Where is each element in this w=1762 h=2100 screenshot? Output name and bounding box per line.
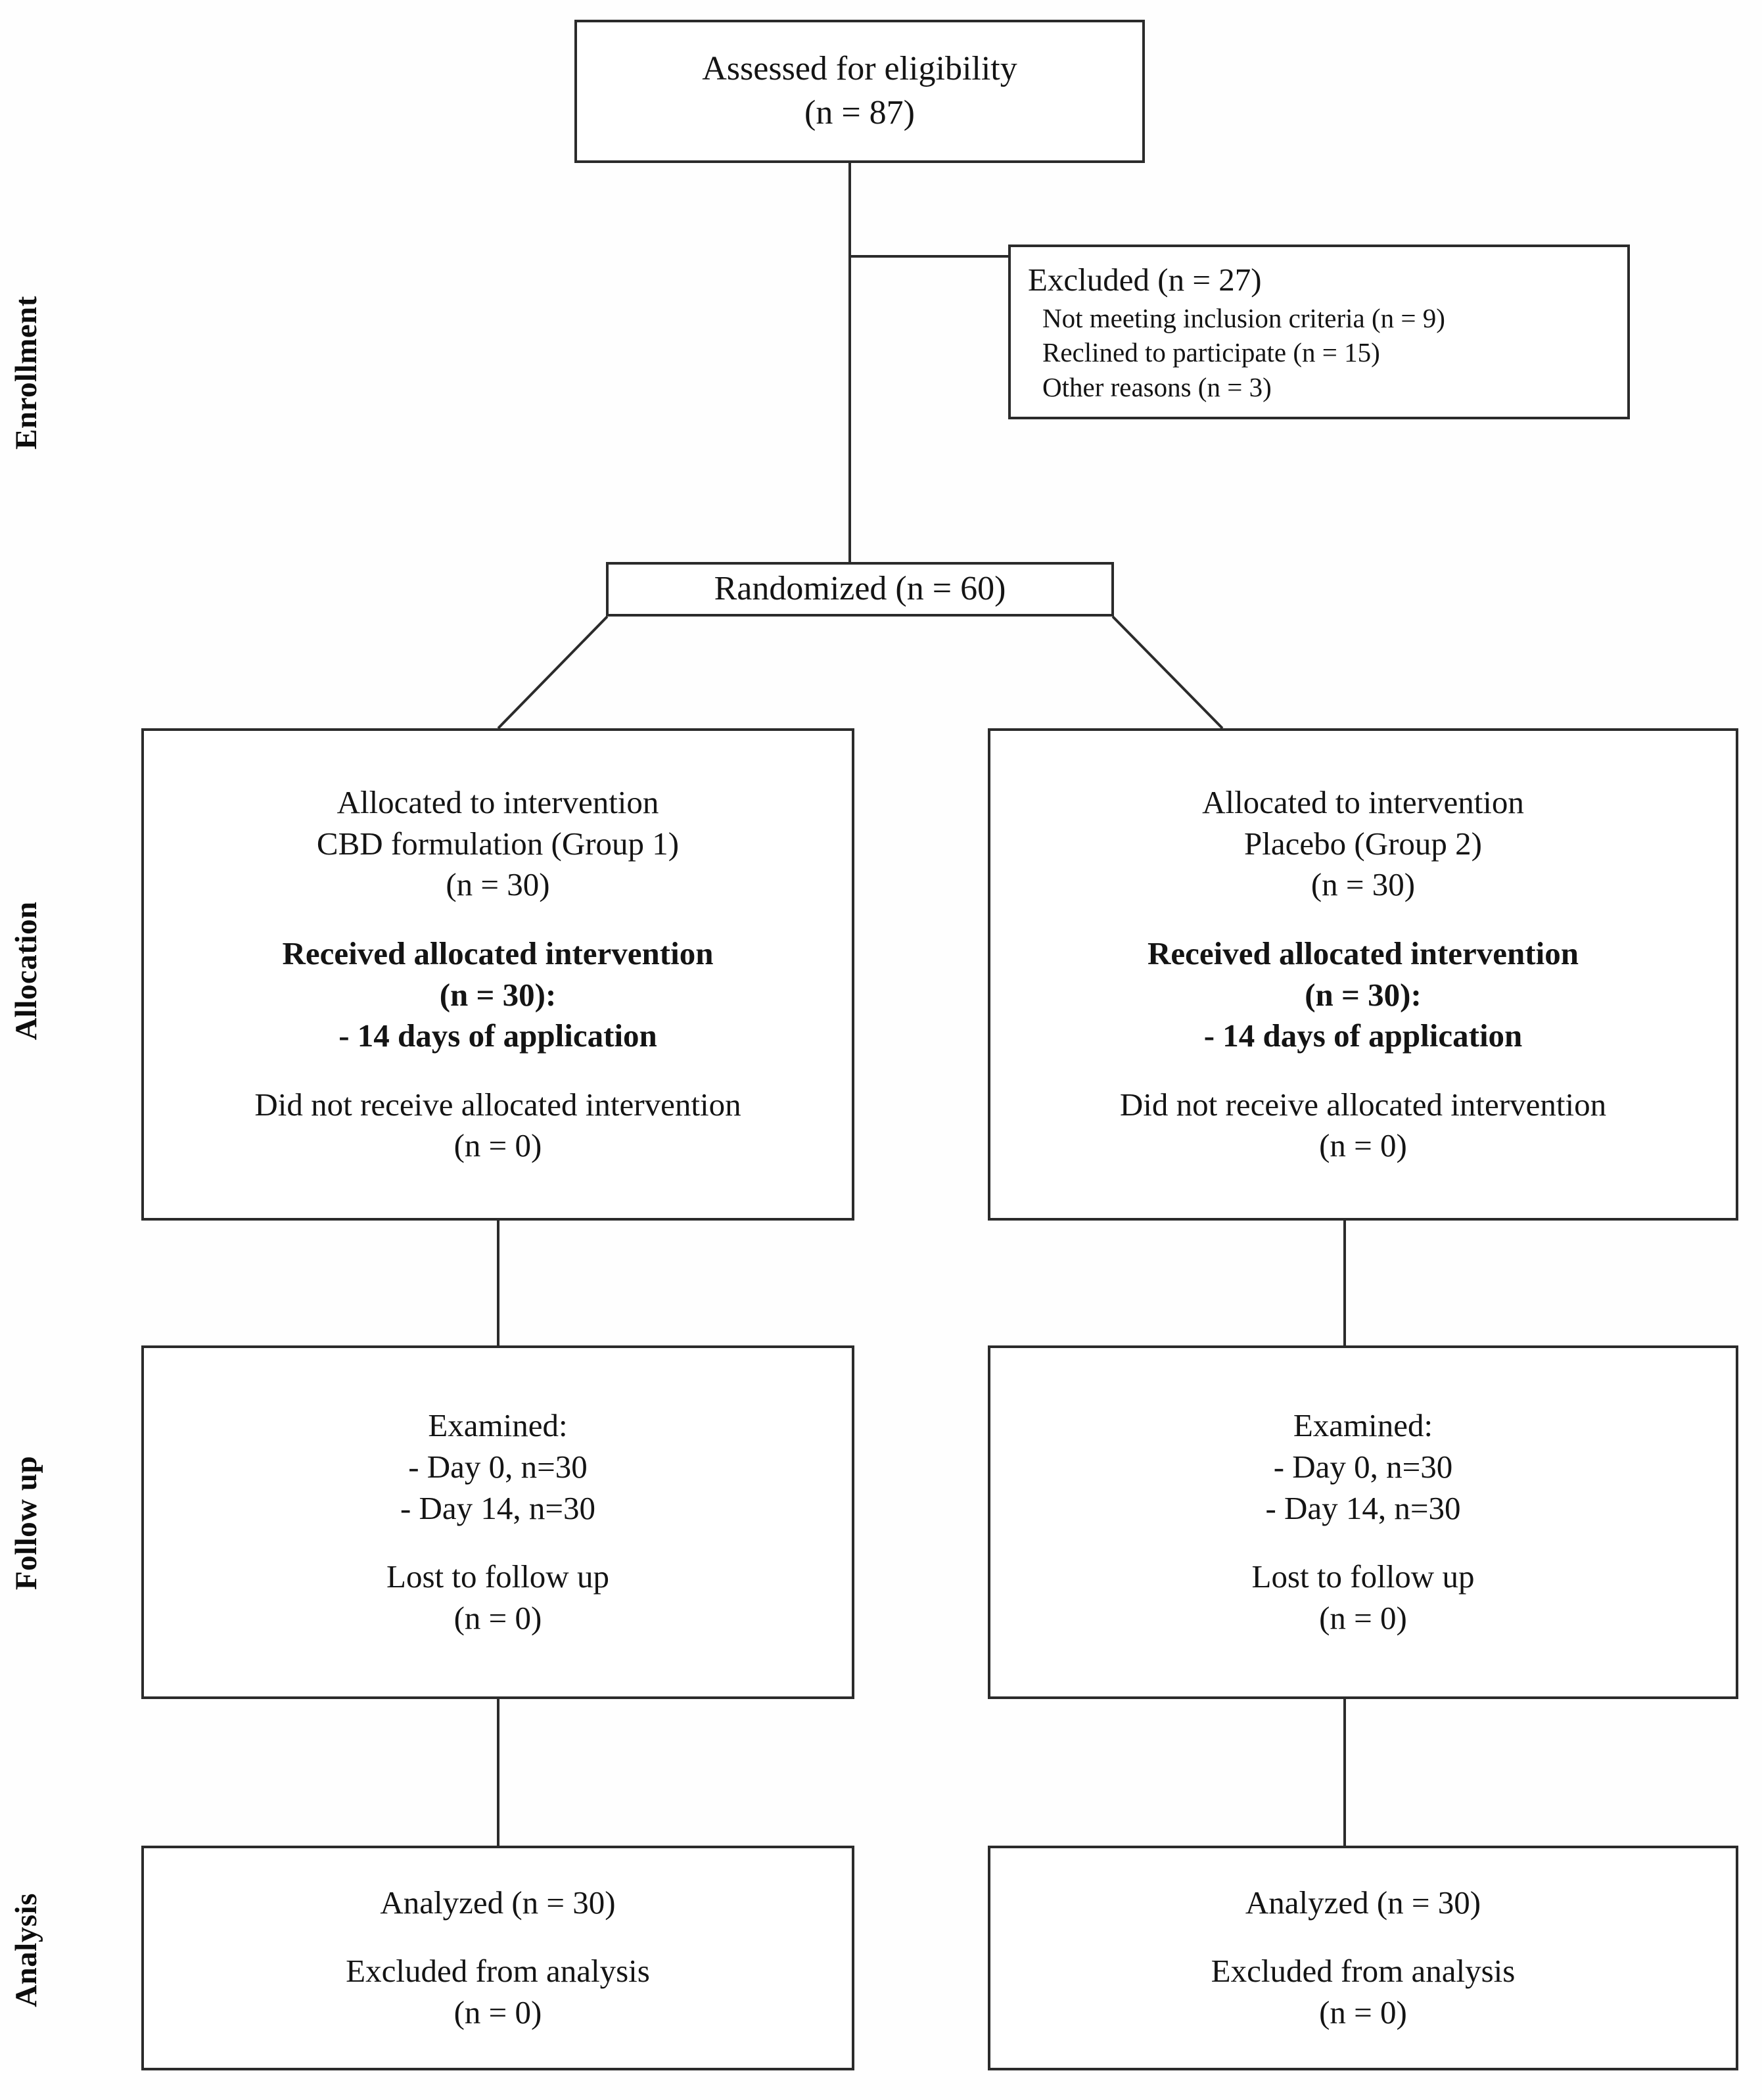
box-analysis-left: Analyzed (n = 30) Excluded from analysis… (141, 1846, 854, 2070)
alloc-left-allocated-3: (n = 30) (446, 866, 550, 903)
alloc-left-received-3: - 14 days of application (338, 1017, 657, 1054)
alloc-left-allocated-1: Allocated to intervention (336, 783, 659, 820)
randomized-line-1: Randomized (n = 60) (714, 570, 1006, 608)
follow-right-examined-1: Examined: (1293, 1407, 1433, 1444)
follow-left-examined-2: - Day 0, n=30 (408, 1449, 588, 1485)
box-followup-left: Examined: - Day 0, n=30 - Day 14, n=30 L… (141, 1345, 854, 1699)
connector-follow-left-to-analysis-left (497, 1699, 499, 1848)
alloc-right-received-1: Received allocated intervention (1148, 935, 1579, 971)
box-allocation-right: Allocated to intervention Placebo (Group… (988, 728, 1738, 1221)
excluded-heading: Excluded (n = 27) (1028, 261, 1262, 298)
alloc-left-not-received-2: (n = 0) (453, 1127, 542, 1164)
connector-alloc-right-to-follow-right (1343, 1221, 1346, 1348)
box-assessed-for-eligibility: Assessed for eligibility (n = 87) (574, 20, 1145, 163)
alloc-right-not-received-2: (n = 0) (1319, 1127, 1407, 1164)
alloc-right-allocated-1: Allocated to intervention (1202, 783, 1524, 820)
analysis-left-excluded-1: Excluded from analysis (346, 1953, 650, 1990)
analysis-left-analyzed-1: Analyzed (n = 30) (380, 1884, 616, 1921)
connector-diagonal-right (1111, 615, 1224, 730)
connector-eligibility-to-randomized (848, 161, 851, 563)
alloc-right-not-received-1: Did not receive allocated intervention (1119, 1086, 1607, 1123)
connector-diagonal-left (497, 615, 609, 730)
eligibility-line-1: Assessed for eligibility (702, 50, 1017, 88)
alloc-right-received-3: - 14 days of application (1203, 1017, 1523, 1054)
follow-right-lost-2: (n = 0) (1319, 1599, 1407, 1636)
follow-left-examined-3: - Day 14, n=30 (400, 1489, 596, 1526)
follow-left-lost-1: Lost to follow up (386, 1558, 609, 1595)
analysis-right-excluded-2: (n = 0) (1319, 1994, 1407, 2031)
excluded-reason-2: Reclined to participate (n = 15) (1042, 337, 1380, 368)
box-allocation-left: Allocated to intervention CBD formulatio… (141, 728, 854, 1221)
eligibility-line-2: (n = 87) (804, 94, 915, 131)
follow-right-lost-1: Lost to follow up (1251, 1558, 1475, 1595)
alloc-right-received-2: (n = 30): (1305, 976, 1422, 1013)
alloc-left-not-received-1: Did not receive allocated intervention (254, 1086, 741, 1123)
box-randomized: Randomized (n = 60) (606, 562, 1114, 617)
excluded-reason-1: Not meeting inclusion criteria (n = 9) (1042, 302, 1445, 333)
connector-trunk-to-excluded (848, 255, 1009, 258)
follow-left-lost-2: (n = 0) (453, 1599, 542, 1636)
follow-left-examined-1: Examined: (428, 1407, 568, 1444)
analysis-right-excluded-1: Excluded from analysis (1211, 1953, 1516, 1990)
alloc-left-received-1: Received allocated intervention (282, 935, 714, 971)
connector-follow-right-to-analysis-right (1343, 1699, 1346, 1848)
alloc-right-allocated-3: (n = 30) (1310, 866, 1416, 903)
box-excluded: Excluded (n = 27) Not meeting inclusion … (1008, 245, 1630, 419)
follow-right-examined-2: - Day 0, n=30 (1273, 1449, 1453, 1485)
box-analysis-right: Analyzed (n = 30) Excluded from analysis… (988, 1846, 1738, 2070)
box-followup-right: Examined: - Day 0, n=30 - Day 14, n=30 L… (988, 1345, 1738, 1699)
alloc-left-allocated-2: CBD formulation (Group 1) (316, 825, 680, 862)
analysis-right-analyzed-1: Analyzed (n = 30) (1245, 1884, 1481, 1921)
follow-right-examined-3: - Day 14, n=30 (1265, 1489, 1461, 1526)
alloc-right-allocated-2: Placebo (Group 2) (1244, 825, 1482, 862)
excluded-reason-3: Other reasons (n = 3) (1042, 371, 1272, 402)
alloc-left-received-2: (n = 30): (439, 976, 557, 1013)
analysis-left-excluded-2: (n = 0) (453, 1994, 542, 2031)
connector-alloc-left-to-follow-left (497, 1221, 499, 1348)
